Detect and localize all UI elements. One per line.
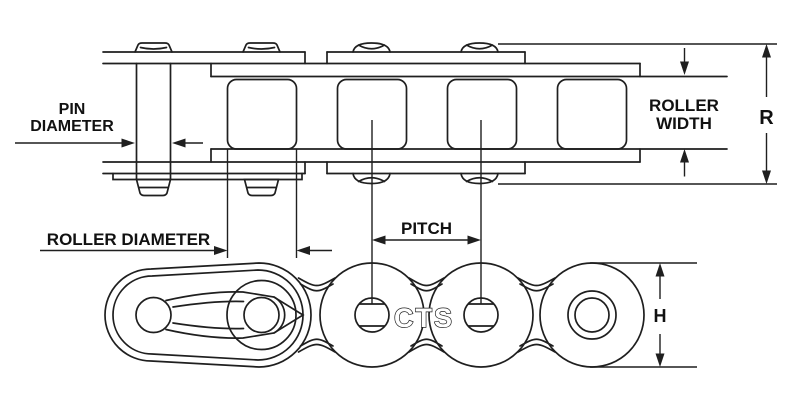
roller-square: [446, 78, 518, 150]
cts-logo: CTS: [394, 303, 454, 333]
plate-end-edges: [210, 51, 641, 175]
pitch-label: PITCH: [401, 219, 452, 238]
pin-circle: [574, 297, 610, 333]
bushing-chords: [467, 303, 495, 327]
pin-heads-top: [134, 42, 499, 53]
roller-diameter-dimension: ROLLER DIAMETER: [40, 149, 332, 258]
pin-circle: [243, 296, 280, 334]
roller-width-label-line1: ROLLER: [649, 96, 719, 115]
plate-waists: [297, 277, 556, 353]
arrowhead-up-icon: [655, 263, 665, 277]
side-view: CTS: [104, 262, 645, 368]
arrowhead-left-icon: [372, 235, 386, 245]
cover-plate: [112, 172, 303, 181]
bushing-ring: [567, 290, 617, 340]
h-dimension: H: [590, 262, 697, 368]
arrowhead-up-icon: [762, 44, 771, 58]
bushing-chords: [358, 303, 386, 327]
pin-body: [135, 62, 172, 181]
h-extension-lines: [590, 262, 697, 368]
master-link-outer-contour: [104, 262, 312, 368]
arrowhead-down-icon: [680, 61, 689, 75]
roller-square: [226, 78, 298, 150]
arrowhead-left-icon: [172, 138, 186, 148]
roller-width-label-line2: WIDTH: [656, 114, 712, 133]
arrowhead-down-icon: [762, 170, 771, 184]
r-extension-lines: [498, 43, 777, 185]
pin-heads-bottom: [135, 172, 499, 197]
arrowhead-left-icon: [296, 246, 310, 255]
r-dimension: R: [498, 43, 777, 185]
roller-width-dimension: ROLLER WIDTH: [649, 48, 719, 177]
arrowhead-right-icon: [214, 246, 228, 255]
r-label: R: [759, 107, 774, 129]
pitch-extension-lines: [371, 120, 482, 304]
roller-diameter-extension-lines: [226, 149, 298, 258]
roller-square: [556, 78, 628, 150]
arrowhead-down-icon: [655, 353, 665, 367]
pin-diameter-label-line1: PIN: [59, 101, 86, 118]
pin-diameter-label-line2: DIAMETER: [30, 118, 114, 135]
arrowhead-right-icon: [467, 235, 481, 245]
arrowhead-right-icon: [121, 138, 135, 148]
pin-circle: [135, 296, 172, 334]
top-view: [102, 42, 728, 197]
spring-clip: [165, 291, 305, 339]
roller-diameter-label: ROLLER DIAMETER: [47, 230, 210, 249]
h-label: H: [654, 306, 667, 326]
pin-diameter-dimension: PIN DIAMETER: [15, 101, 203, 148]
pitch-dimension: PITCH: [371, 120, 482, 304]
arrowhead-up-icon: [680, 149, 689, 163]
roller-circle: [226, 279, 297, 351]
master-link-inner-contour: [112, 269, 304, 361]
